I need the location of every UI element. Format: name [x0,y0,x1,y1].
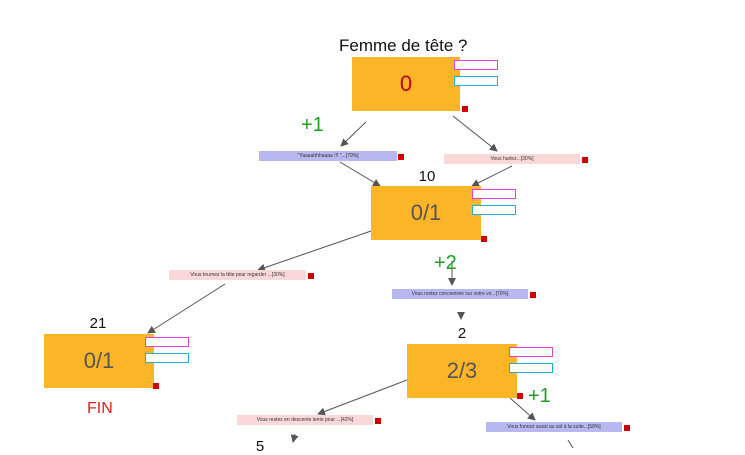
node-value: 0/1 [83,348,115,373]
node-value: 2/3 [446,358,478,383]
node-corner-marker [517,393,523,399]
slot-pink [509,347,553,357]
delta-label: +2 [434,252,457,274]
node-corner-marker [462,106,468,112]
node-10[interactable]: 0/1 [371,186,481,240]
choice-corner-marker [398,154,404,160]
choice-c2[interactable]: Vous hurlez...[30%] [444,154,580,164]
delta-label: +1 [528,385,551,407]
choice-corner-marker [308,273,314,279]
arrow [317,379,408,416]
diagram-title: Femme de tête ? [339,36,468,55]
arrow [509,397,536,421]
choice-c1[interactable]: "Yaaaahhhaaaa !!! "...[70%] [259,151,397,161]
node-2[interactable]: 2/3 [407,344,517,398]
arrow [340,121,367,147]
node-number-partial: 5 [255,438,265,455]
arrow [471,165,513,187]
slot-cyan [509,363,553,373]
node-number: 2 [457,325,467,342]
slot-pink [472,189,516,199]
slot-pink [454,60,498,70]
slot-cyan [145,353,189,363]
fin-label: FIN [87,400,113,417]
slot-pink [145,337,189,347]
node-21[interactable]: 0/1 [44,334,154,388]
choice-corner-marker [375,418,381,424]
arrow [339,161,381,187]
node-value: 0 [399,71,413,96]
arrow [257,230,372,272]
node-number: 10 [418,168,436,185]
choice-corner-marker [582,157,588,163]
choice-c5[interactable]: Vous restez en descente lente pour ...[4… [237,415,373,425]
choice-c4[interactable]: Vous restez concentrée sur votre vo...[7… [392,289,528,299]
slot-cyan [472,205,516,215]
arrow [452,115,498,152]
node-corner-marker [481,236,487,242]
choice-corner-marker [530,292,536,298]
arrow [147,283,226,334]
node-number: 21 [89,315,107,332]
delta-label: +1 [301,114,324,136]
choice-corner-marker [624,425,630,431]
node-root[interactable]: 0 [352,57,460,111]
slot-cyan [454,76,498,86]
arrow [290,433,299,443]
choice-c6[interactable]: Vous foncez aussi au sol à la suite...[5… [486,422,622,432]
node-corner-marker [153,383,159,389]
choice-c3[interactable]: Vous tournez la tête pour regarder ...[3… [169,270,306,280]
node-value: 0/1 [410,200,442,225]
arrow [567,439,574,448]
